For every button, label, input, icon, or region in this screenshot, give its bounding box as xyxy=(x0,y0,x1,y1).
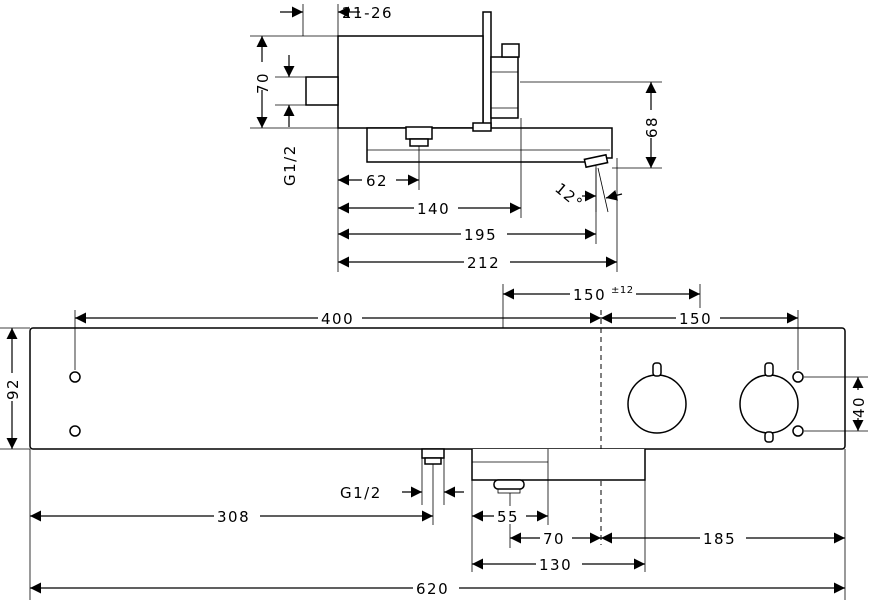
dim-side-spout-drop: 68 xyxy=(643,116,661,138)
side-handle-cap xyxy=(501,43,520,58)
side-spout-nozzle xyxy=(583,153,609,169)
dim-front-thread: G1/2 xyxy=(340,484,382,502)
dim-front-620: 620 xyxy=(416,580,449,598)
front-inlet-fitting xyxy=(421,448,445,465)
side-fitting-2 xyxy=(472,122,492,132)
side-inlet-stub xyxy=(305,76,339,106)
front-panel xyxy=(29,327,846,450)
dim-front-holes: 40 xyxy=(850,396,868,418)
dim-front-70: 70 xyxy=(543,530,565,548)
dim-side-height: 70 xyxy=(254,72,272,94)
dim-side-62: 62 xyxy=(366,172,388,190)
dim-side-thread: G1/2 xyxy=(281,144,299,186)
dim-side-212: 212 xyxy=(467,254,500,272)
mount-hole-right-top xyxy=(792,371,804,383)
side-spout xyxy=(366,127,613,163)
dim-front-150: 150 xyxy=(679,310,712,328)
side-main-body xyxy=(337,35,484,129)
dim-front-400: 400 xyxy=(321,310,354,328)
side-view: 21-26 70 G1/2 68 62 140 xyxy=(250,4,662,272)
flow-knob xyxy=(739,362,799,443)
side-handle xyxy=(490,56,519,119)
dim-angle: 12° xyxy=(551,179,586,213)
mount-hole-right-bottom xyxy=(792,425,804,437)
dim-front-55: 55 xyxy=(497,508,519,526)
mount-hole-left-bottom xyxy=(69,425,81,437)
side-fitting xyxy=(405,126,433,140)
front-spout xyxy=(471,449,646,494)
dim-front-height: 92 xyxy=(4,378,22,400)
temperature-knob xyxy=(627,362,687,434)
front-view: 400 150 ±12 150 92 40 G1/2 xyxy=(0,282,868,600)
side-wall-plate xyxy=(482,11,492,129)
dim-side-140: 140 xyxy=(417,200,450,218)
dim-side-195: 195 xyxy=(464,226,497,244)
dim-side-width: 21-26 xyxy=(342,4,393,22)
mount-hole-left-top xyxy=(69,371,81,383)
dim-front-150-tol: 150 xyxy=(573,286,606,304)
dim-front-185: 185 xyxy=(703,530,736,548)
dim-front-130: 130 xyxy=(539,556,572,574)
dim-front-150-tol-sup: ±12 xyxy=(611,285,634,296)
dim-front-308: 308 xyxy=(217,508,250,526)
